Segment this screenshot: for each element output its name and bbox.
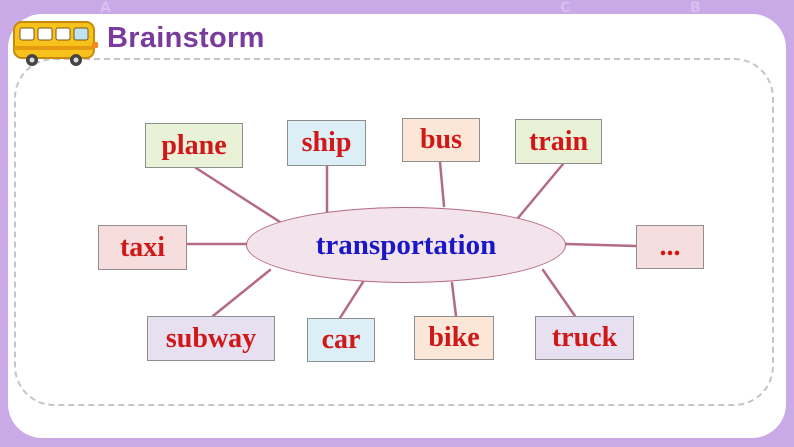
word-ship: ship — [301, 127, 352, 158]
word-box-taxi: taxi — [98, 225, 187, 270]
frame-decoration: A — [100, 0, 111, 16]
word-subway: subway — [165, 322, 257, 354]
word-bike: bike — [428, 322, 480, 353]
connector-bike — [450, 281, 458, 318]
word-box-truck: truck — [535, 316, 634, 360]
connector-truck — [541, 268, 577, 318]
word-taxi: taxi — [119, 231, 166, 263]
school-bus-icon — [13, 21, 98, 66]
word-box-ship: ship — [287, 120, 366, 166]
connector-bus — [438, 160, 446, 208]
word-plane: plane — [161, 129, 227, 161]
word-box-car: car — [307, 318, 375, 362]
center-topic-oval: transportation — [246, 207, 566, 283]
word-box-bike: bike — [414, 316, 494, 360]
frame-decoration: B — [690, 0, 701, 16]
word-box-train: train — [515, 119, 602, 164]
word-box-plane: plane — [145, 123, 243, 168]
word-more: ... — [659, 231, 681, 262]
connector-train — [516, 162, 565, 220]
connector-plane — [194, 166, 282, 224]
connector-car — [338, 280, 365, 320]
word-box-more: ... — [636, 225, 704, 269]
dashed-border — [14, 58, 774, 406]
connector-subway — [211, 268, 272, 318]
page-title: Brainstorm — [107, 22, 265, 54]
connector-more — [564, 242, 638, 248]
word-train: train — [528, 125, 589, 157]
word-box-bus: bus — [402, 118, 480, 162]
word-box-subway: subway — [147, 316, 275, 361]
word-bus: bus — [419, 124, 463, 155]
word-car: car — [321, 324, 361, 355]
center-topic-label: transportation — [315, 228, 497, 261]
word-truck: truck — [551, 322, 618, 353]
frame-decoration: C — [560, 0, 571, 16]
